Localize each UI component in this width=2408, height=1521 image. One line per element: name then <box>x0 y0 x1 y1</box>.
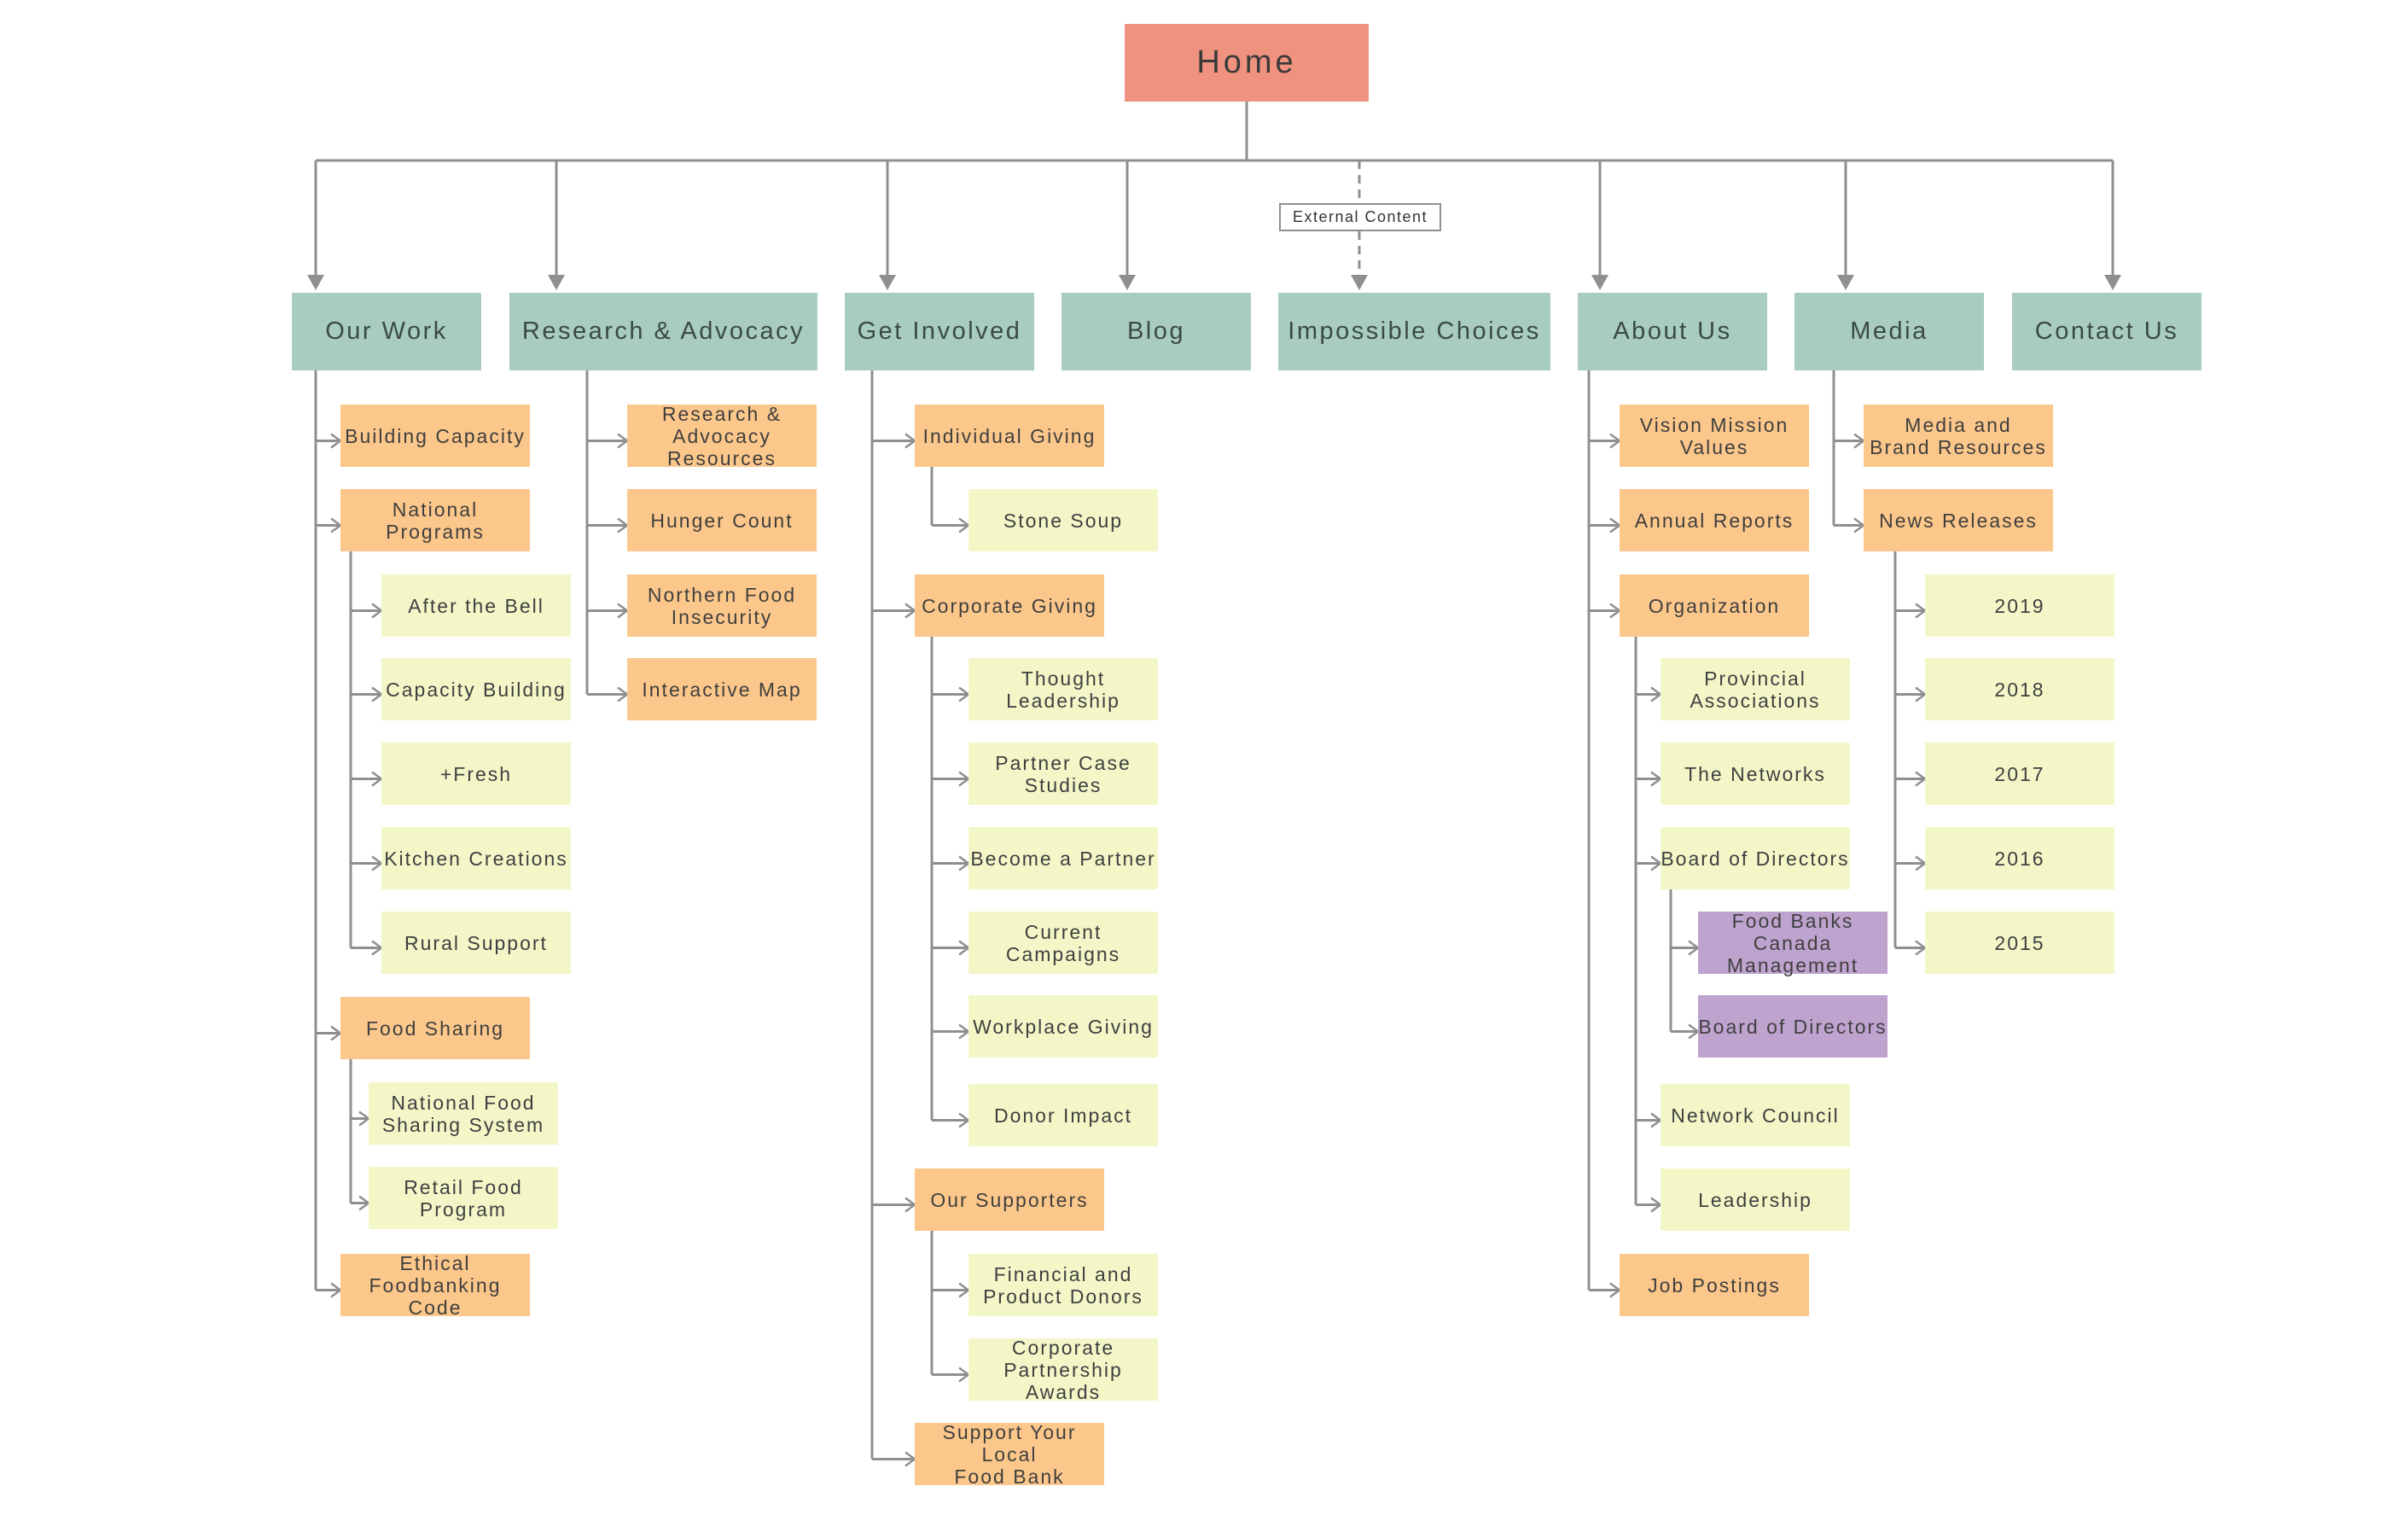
node-thought-leadership[interactable]: Thought Leadership <box>968 658 1158 720</box>
node-support-local-food-bank[interactable]: Support Your Local Food Bank <box>915 1421 1104 1488</box>
node-y2017[interactable]: 2017 <box>1925 743 2114 805</box>
node-job-postings[interactable]: Job Postings <box>1620 1254 1809 1316</box>
home-node[interactable]: Home <box>1125 24 1369 102</box>
node-national-programs[interactable]: National Programs <box>340 489 530 551</box>
node-current-campaigns[interactable]: Current Campaigns <box>968 912 1158 974</box>
node-kitchen-creations[interactable]: Kitchen Creations <box>381 827 571 889</box>
node-y2016[interactable]: 2016 <box>1925 827 2114 889</box>
section-impossible-choices[interactable]: Impossible Choices <box>1278 293 1550 370</box>
section-arrow-impossible-choices <box>1351 275 1368 290</box>
node-national-food-sharing-system[interactable]: National Food Sharing System <box>369 1082 558 1145</box>
section-about-us[interactable]: About Us <box>1578 293 1767 370</box>
node-our-supporters[interactable]: Our Supporters <box>915 1168 1104 1231</box>
section-get-involved[interactable]: Get Involved <box>845 293 1034 370</box>
node-retail-food-program[interactable]: Retail Food Program <box>369 1167 558 1229</box>
node-research-advocacy-resources[interactable]: Research & Advocacy Resources <box>627 403 817 469</box>
node-board-of-directors[interactable]: Board of Directors <box>1661 827 1850 889</box>
node-ethical-foodbanking-code[interactable]: Ethical Foodbanking Code <box>340 1252 530 1319</box>
node-the-networks[interactable]: The Networks <box>1661 743 1850 805</box>
node-food-sharing[interactable]: Food Sharing <box>340 997 530 1059</box>
node-vision-mission-values[interactable]: Vision Mission Values <box>1620 405 1809 467</box>
node-media-brand-resources[interactable]: Media and Brand Resources <box>1864 405 2053 467</box>
section-arrow-blog <box>1119 275 1136 290</box>
node-organization[interactable]: Organization <box>1620 574 1809 637</box>
node-hunger-count[interactable]: Hunger Count <box>627 489 817 551</box>
section-arrow-media <box>1837 275 1854 290</box>
node-northern-food-insecurity[interactable]: Northern Food Insecurity <box>627 574 817 637</box>
node-building-capacity[interactable]: Building Capacity <box>340 405 530 467</box>
node-food-banks-canada-management[interactable]: Food Banks Canada Management <box>1698 910 1887 976</box>
node-interactive-map[interactable]: Interactive Map <box>627 658 817 720</box>
section-research-advocacy[interactable]: Research & Advocacy <box>509 293 817 370</box>
node-corporate-partnership-awards[interactable]: Corporate Partnership Awards <box>968 1337 1158 1403</box>
section-arrow-about-us <box>1591 275 1608 290</box>
node-y2019[interactable]: 2019 <box>1925 574 2114 637</box>
node-network-council[interactable]: Network Council <box>1661 1084 1850 1146</box>
section-arrow-contact-us <box>2104 275 2121 290</box>
node-financial-product-donors[interactable]: Financial and Product Donors <box>968 1254 1158 1316</box>
section-arrow-research-advocacy <box>548 275 565 290</box>
section-contact-us[interactable]: Contact Us <box>2012 293 2202 370</box>
external-content-label: External Content <box>1279 203 1441 231</box>
section-our-work[interactable]: Our Work <box>292 293 481 370</box>
node-rural-support[interactable]: Rural Support <box>381 912 571 974</box>
node-annual-reports[interactable]: Annual Reports <box>1620 489 1809 551</box>
section-arrow-get-involved <box>879 275 896 290</box>
node-workplace-giving[interactable]: Workplace Giving <box>968 995 1158 1058</box>
node-individual-giving[interactable]: Individual Giving <box>915 405 1104 467</box>
node-provincial-associations[interactable]: Provincial Associations <box>1661 658 1850 720</box>
node-fresh[interactable]: +Fresh <box>381 743 571 805</box>
node-become-a-partner[interactable]: Become a Partner <box>968 827 1158 889</box>
section-arrow-our-work <box>307 275 324 290</box>
node-y2015[interactable]: 2015 <box>1925 912 2114 974</box>
node-stone-soup[interactable]: Stone Soup <box>968 489 1158 551</box>
node-partner-case-studies[interactable]: Partner Case Studies <box>968 743 1158 805</box>
section-blog[interactable]: Blog <box>1061 293 1251 370</box>
node-leadership[interactable]: Leadership <box>1661 1168 1850 1231</box>
node-donor-impact[interactable]: Donor Impact <box>968 1084 1158 1146</box>
node-corporate-giving[interactable]: Corporate Giving <box>915 574 1104 637</box>
node-y2018[interactable]: 2018 <box>1925 658 2114 720</box>
node-after-the-bell[interactable]: After the Bell <box>381 574 571 637</box>
node-news-releases[interactable]: News Releases <box>1864 489 2053 551</box>
section-media[interactable]: Media <box>1794 293 1984 370</box>
node-board-of-directors-sub[interactable]: Board of Directors <box>1698 995 1887 1058</box>
node-capacity-building[interactable]: Capacity Building <box>381 658 571 720</box>
